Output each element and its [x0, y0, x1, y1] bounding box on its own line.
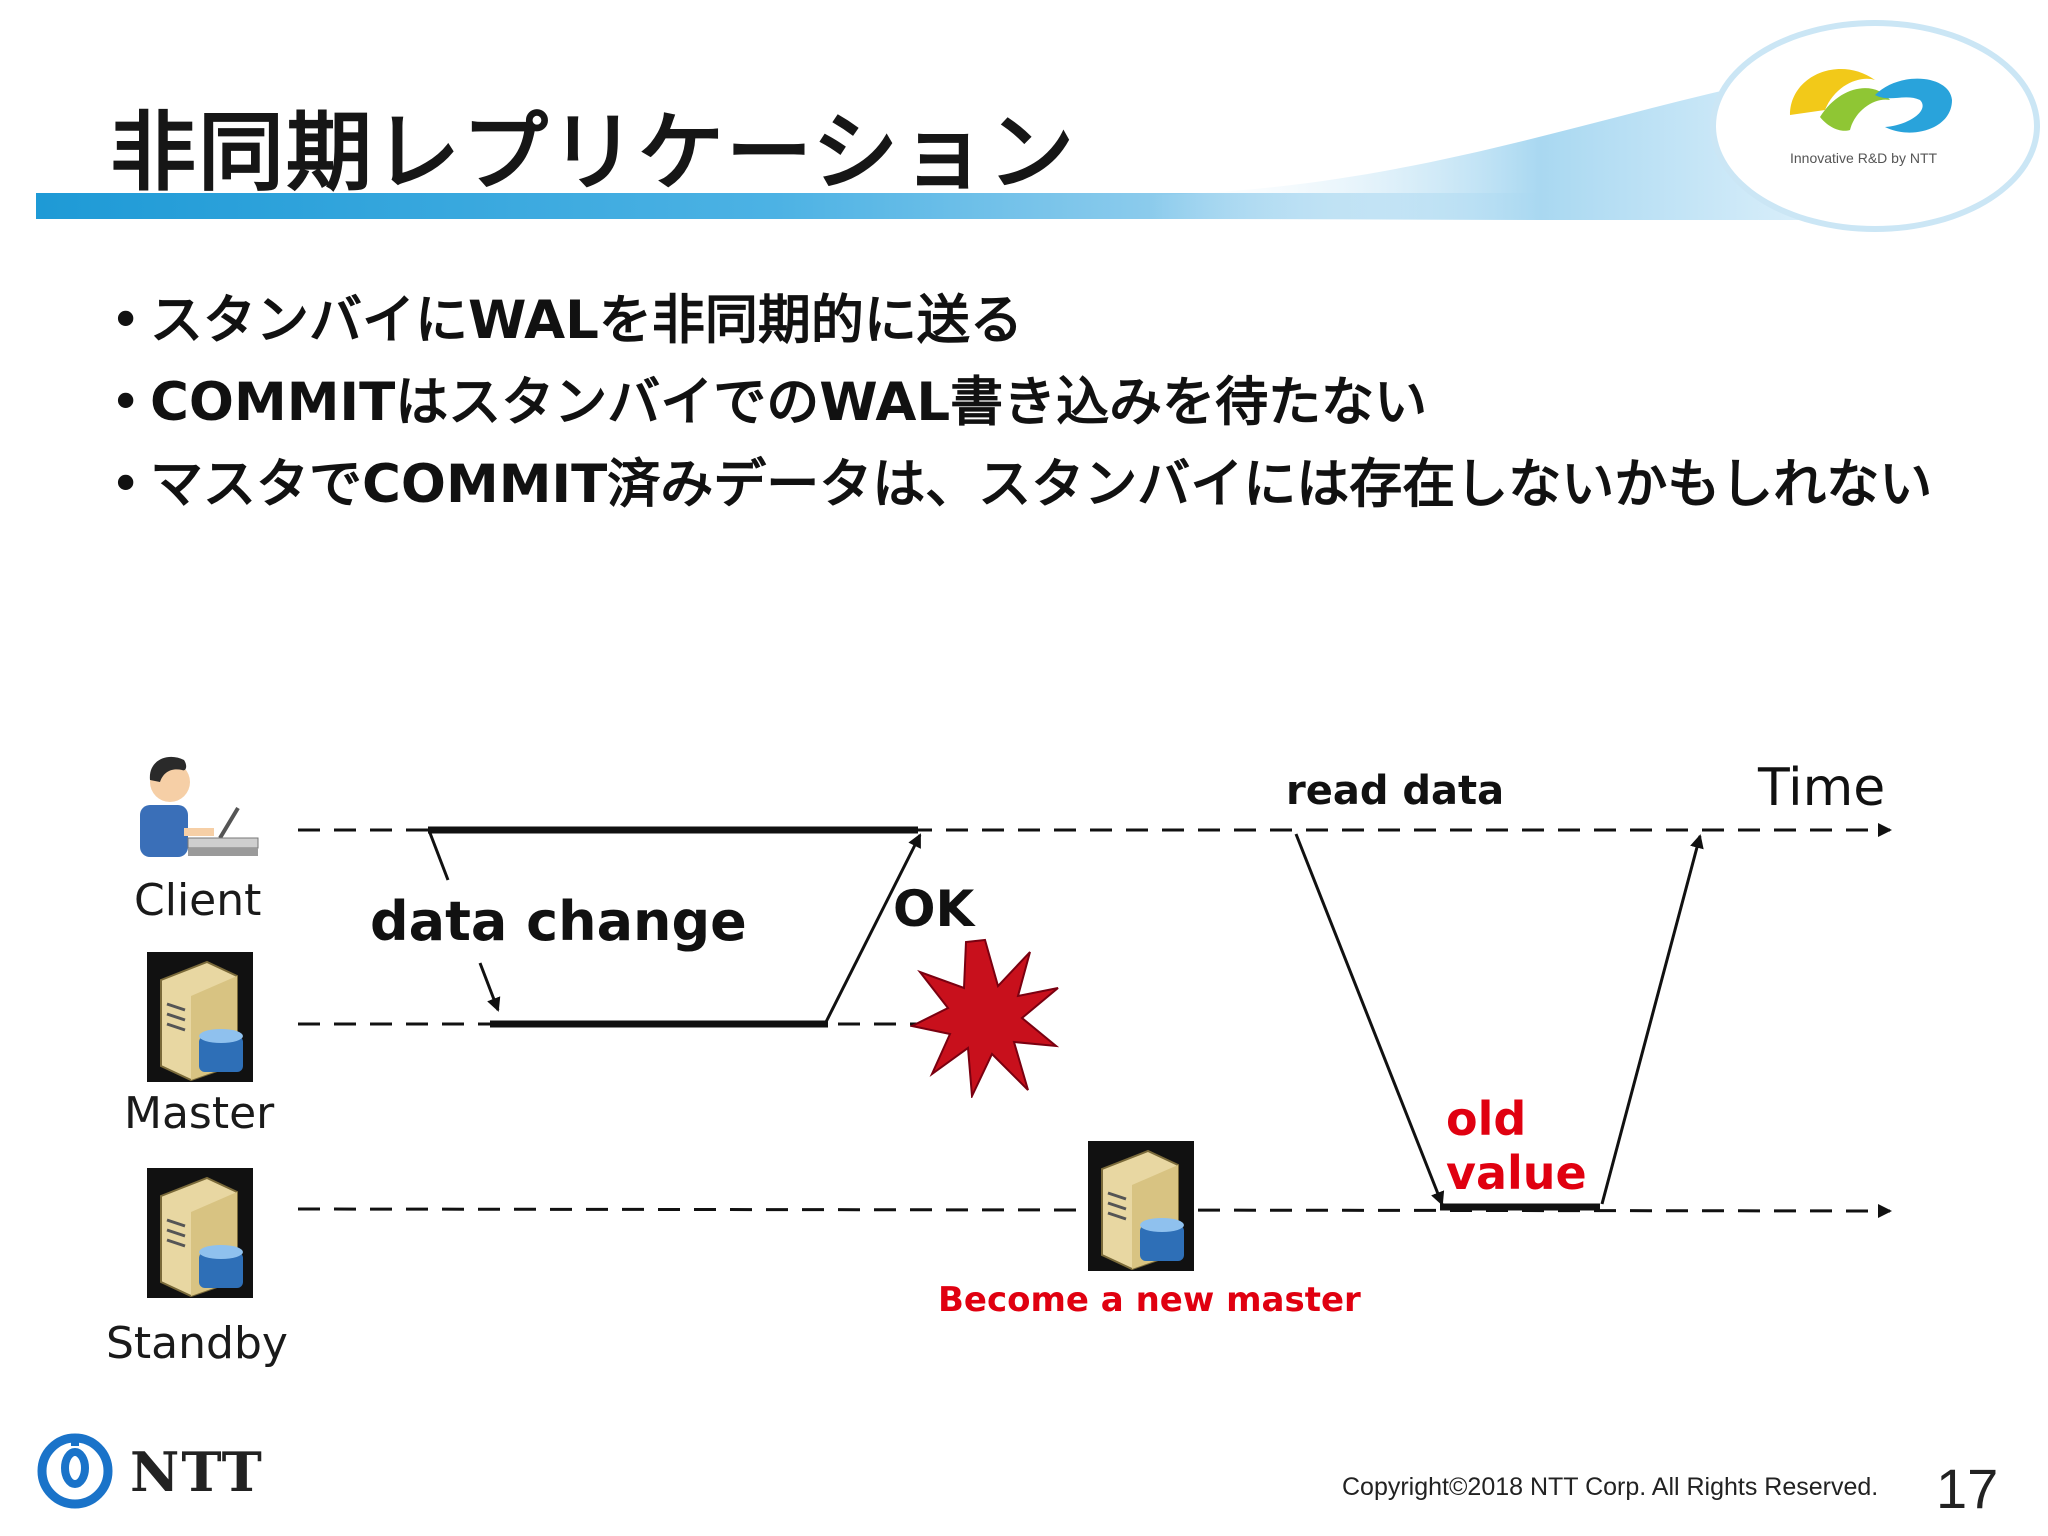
logo-sweep-decoration: [1150, 80, 1800, 220]
page-number: 17: [1936, 1457, 1999, 1520]
innovative-logo-badge: [1710, 20, 2040, 232]
old-value-label: old value: [1446, 1092, 1587, 1200]
copyright-text: Copyright©2018 NTT Corp. All Rights Rese…: [1342, 1473, 1879, 1501]
client-label: Client: [134, 875, 262, 926]
read-data-label: read data: [1286, 768, 1505, 814]
bullet-item: •マスタでCOMMIT済みデータは、スタンバイには存在しないかもしれない: [110, 444, 1932, 526]
read-response-arrow: [1600, 834, 1704, 1205]
bullet-dot: •: [110, 290, 142, 351]
bullet-item: •COMMITはスタンバイでのWAL書き込みを待たない: [110, 362, 1932, 444]
bullet-item: •スタンバイにWALを非同期的に送る: [110, 280, 1932, 362]
bullet-dot: •: [110, 372, 142, 433]
slide-title: 非同期レプリケーション: [110, 103, 1077, 203]
data-change-label: data change: [370, 890, 747, 953]
standby-server-icon: [147, 1168, 253, 1298]
ntt-logo-icon: [37, 1433, 113, 1509]
bullet-text: スタンバイにWALを非同期的に送る: [150, 290, 1023, 351]
bullet-text: COMMITはスタンバイでのWAL書き込みを待たない: [150, 372, 1428, 433]
bullet-text: マスタでCOMMIT済みデータは、スタンバイには存在しないかもしれない: [150, 454, 1933, 515]
old-value-line2: value: [1446, 1146, 1587, 1200]
standby-label: Standby: [106, 1318, 288, 1369]
new-master-server-icon: [1088, 1141, 1194, 1271]
bullet-dot: •: [110, 454, 142, 515]
master-label: Master: [124, 1088, 275, 1139]
old-value-line1: old: [1446, 1092, 1527, 1146]
logo-caption: Innovative R&D by NTT: [1790, 150, 1938, 166]
data-change-arrow: [428, 832, 450, 881]
read-request-arrow: [1294, 833, 1445, 1206]
client-person-icon: [140, 756, 259, 857]
time-axis-label: Time: [1758, 758, 1886, 818]
become-master-label: Become a new master: [938, 1280, 1361, 1320]
master-server-icon: [147, 952, 253, 1082]
failure-burst-icon: [910, 938, 1060, 1098]
ok-label: OK: [893, 880, 975, 938]
innovative-logo-icon: [1790, 68, 1952, 133]
bullet-list: •スタンバイにWALを非同期的に送る •COMMITはスタンバイでのWAL書き込…: [110, 280, 1932, 526]
ntt-brand-text: NTT: [130, 1440, 264, 1504]
